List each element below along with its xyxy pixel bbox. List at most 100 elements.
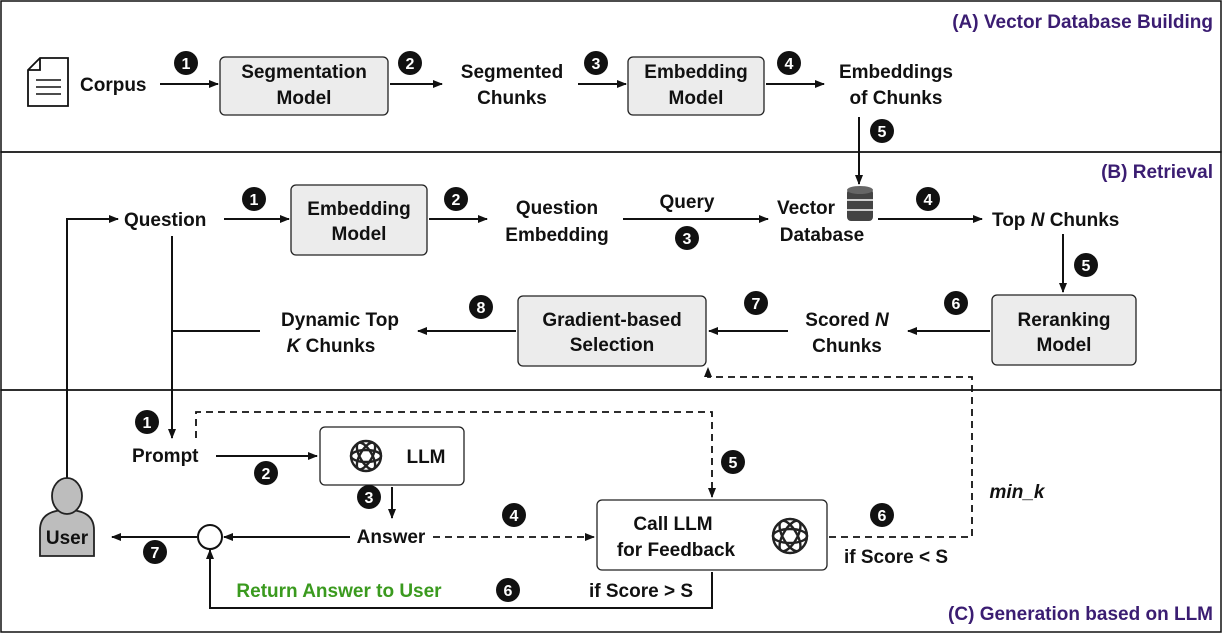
c-step-6a-number: 6 xyxy=(504,583,513,600)
c-step-2-number: 2 xyxy=(262,466,271,483)
c-step-3-badge xyxy=(357,485,381,509)
a-step-2-number: 2 xyxy=(406,56,415,73)
gradient-selection-box xyxy=(517,295,707,367)
c-arrow-5 xyxy=(195,411,716,498)
corpus-label: Corpus xyxy=(80,75,147,96)
b-step-5-badge xyxy=(1074,253,1098,277)
reranking-model-line1: Reranking xyxy=(1018,310,1111,331)
section-a-title: (A) Vector Database Building xyxy=(952,12,1213,33)
user-to-question-line xyxy=(66,215,119,482)
scored-n-line1: Scored N xyxy=(805,310,890,331)
embedding-model-a-line1: Embedding xyxy=(644,62,747,83)
section-c-title: (C) Generation based on LLM xyxy=(948,604,1213,625)
a-step-5-number: 5 xyxy=(878,124,887,141)
b-step-6-number: 6 xyxy=(952,296,961,313)
llm-label: LLM xyxy=(406,447,445,468)
a-step-1-number: 1 xyxy=(182,56,191,73)
b-step-8-number: 8 xyxy=(477,300,486,317)
b-step-3-badge xyxy=(675,226,699,250)
scored-n-line2: Chunks xyxy=(812,336,882,357)
reranking-model-box xyxy=(991,294,1137,366)
a-step-4-number: 4 xyxy=(785,56,794,73)
c-step-5-badge xyxy=(721,450,745,474)
c-step-1-badge xyxy=(135,410,159,434)
section-b-title: (B) Retrieval xyxy=(1101,162,1213,183)
dynamic-top-k-line2: K Chunks xyxy=(287,336,376,357)
c-step-5-number: 5 xyxy=(729,455,738,472)
c-step-6b-number: 6 xyxy=(878,508,887,525)
embedding-model-b-line1: Embedding xyxy=(307,199,410,220)
segmentation-model-line1: Segmentation xyxy=(241,62,367,83)
b-step-2-badge xyxy=(444,187,468,211)
embedding-model-a-box xyxy=(627,56,765,116)
segmented-chunks-line1: Segmented xyxy=(461,62,563,83)
b-step-7-badge xyxy=(744,291,768,315)
feedback-to-return-line xyxy=(206,549,713,609)
call-llm-box xyxy=(596,499,828,571)
llm-box xyxy=(319,426,465,486)
if-score-gt-label: if Score > S xyxy=(589,581,693,602)
a-step-3-number: 3 xyxy=(592,56,601,73)
c-step-4-badge xyxy=(502,503,526,527)
database-icon xyxy=(847,186,873,221)
vector-database-line1: Vector xyxy=(777,198,836,219)
c-step-2-badge xyxy=(254,461,278,485)
min-k-label: min_k xyxy=(990,482,1046,503)
b-step-3-number: 3 xyxy=(683,231,692,248)
gradient-selection-line2: Selection xyxy=(570,335,654,356)
vector-database-line2: Database xyxy=(780,225,865,246)
dynamic-top-k-line1: Dynamic Top xyxy=(281,310,399,331)
merge-node xyxy=(197,524,223,550)
a-step-4-badge xyxy=(777,51,801,75)
b-step-6-badge xyxy=(944,291,968,315)
embeddings-of-chunks-line1: Embeddings xyxy=(839,62,953,83)
section-c-frame xyxy=(0,389,1222,633)
b-step-2-number: 2 xyxy=(452,192,461,209)
embedding-model-a-line2: Model xyxy=(669,88,724,109)
b-step-4-badge xyxy=(916,187,940,211)
b-step-1-badge xyxy=(242,187,266,211)
a-step-2-badge xyxy=(398,51,422,75)
if-score-lt-label: if Score < S xyxy=(844,547,948,568)
call-llm-line2: for Feedback xyxy=(617,540,736,561)
reranking-model-line2: Model xyxy=(1037,335,1092,356)
b-step-5-number: 5 xyxy=(1082,258,1091,275)
question-label: Question xyxy=(124,210,206,231)
embedding-model-b-line2: Model xyxy=(332,224,387,245)
b-step-7-number: 7 xyxy=(752,296,761,313)
answer-label: Answer xyxy=(357,527,426,548)
openai-logo-feedback-icon xyxy=(771,517,809,555)
feedback-to-selection-line xyxy=(704,367,973,538)
b-step-8-badge xyxy=(469,295,493,319)
user-label: User xyxy=(46,528,89,549)
b-step-4-number: 4 xyxy=(924,192,933,209)
segmentation-model-box xyxy=(219,56,389,116)
gradient-selection-line1: Gradient-based xyxy=(542,310,681,331)
c-step-7-number: 7 xyxy=(151,545,160,562)
c-step-6a-badge xyxy=(496,578,520,602)
query-label: Query xyxy=(660,192,715,213)
question-embedding-line2: Embedding xyxy=(505,225,608,246)
return-answer-label: Return Answer to User xyxy=(236,581,442,602)
c-step-6b-badge xyxy=(870,503,894,527)
call-llm-line1: Call LLM xyxy=(633,514,712,535)
document-icon xyxy=(27,57,69,107)
question-embedding-line1: Question xyxy=(516,198,598,219)
c-step-4-number: 4 xyxy=(510,508,519,525)
c-step-7-badge xyxy=(143,540,167,564)
embeddings-of-chunks-line2: of Chunks xyxy=(850,88,943,109)
top-n-chunks-label: Top N Chunks xyxy=(992,210,1119,231)
segmentation-model-line2: Model xyxy=(277,88,332,109)
a-step-3-badge xyxy=(584,51,608,75)
segmented-chunks-line2: Chunks xyxy=(477,88,547,109)
b-step-1-number: 1 xyxy=(250,192,259,209)
c-step-3-number: 3 xyxy=(365,490,374,507)
embedding-model-b-box xyxy=(290,184,428,256)
a-step-5-badge xyxy=(870,119,894,143)
c-step-1-number: 1 xyxy=(143,415,152,432)
user-avatar-icon xyxy=(39,477,95,557)
prompt-label: Prompt xyxy=(132,446,199,467)
openai-logo-icon xyxy=(349,439,383,473)
a-step-1-badge xyxy=(174,51,198,75)
